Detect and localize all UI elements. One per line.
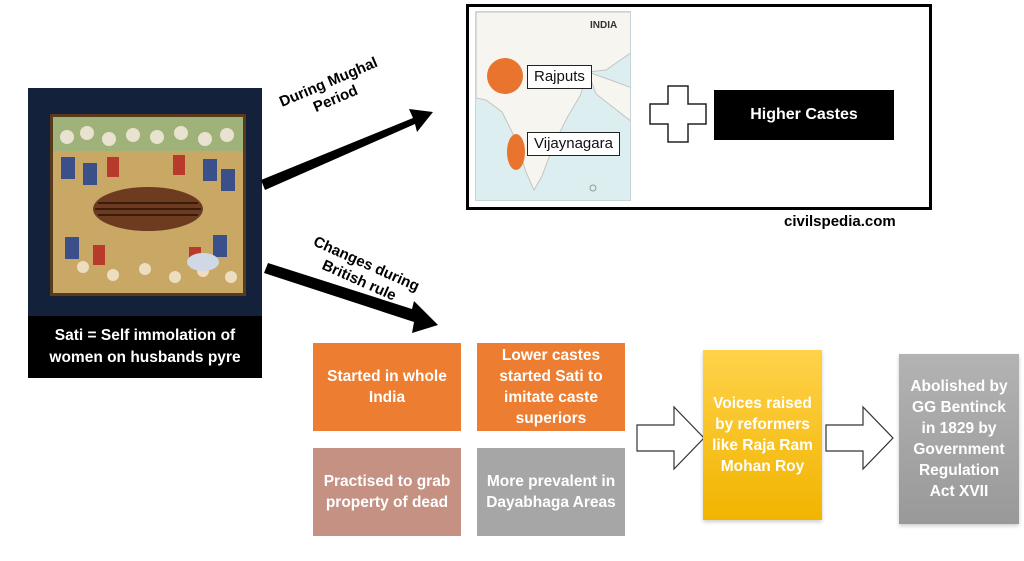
painting-illustration: [53, 117, 243, 293]
box-property-of-dead: Practised to grab property of dead: [313, 448, 461, 536]
vijaynagara-label: Vijaynagara: [527, 132, 620, 156]
india-map: [475, 11, 631, 201]
arrow-mughal: [261, 109, 433, 190]
box-lower-castes: Lower castes started Sati to imitate cas…: [477, 343, 625, 431]
arrow-to-abolished: [825, 405, 894, 471]
arrow-to-reformers: [636, 405, 705, 471]
painting-caption: Sati = Self immolation of women on husba…: [28, 316, 262, 378]
rajputs-region-marker: [487, 58, 523, 94]
arrow-british: [264, 263, 438, 333]
sati-painting: [28, 88, 262, 316]
box-reformers: Voices raised by reformers like Raja Ram…: [703, 350, 822, 520]
box-abolished: Abolished by GG Bentinck in 1829 by Gove…: [899, 354, 1019, 524]
map-title: INDIA: [590, 20, 618, 31]
site-watermark: civilspedia.com: [784, 213, 896, 230]
higher-castes-box: Higher Castes: [714, 90, 894, 140]
vijaynagara-region-marker: [507, 134, 525, 170]
plus-icon: [649, 85, 707, 143]
rajputs-label: Rajputs: [527, 65, 592, 89]
india-map-shape: [476, 12, 630, 200]
painting-scene: [50, 114, 246, 296]
box-dayabhaga: More prevalent in Dayabhaga Areas: [477, 448, 625, 536]
box-started-whole-india: Started in whole India: [313, 343, 461, 431]
